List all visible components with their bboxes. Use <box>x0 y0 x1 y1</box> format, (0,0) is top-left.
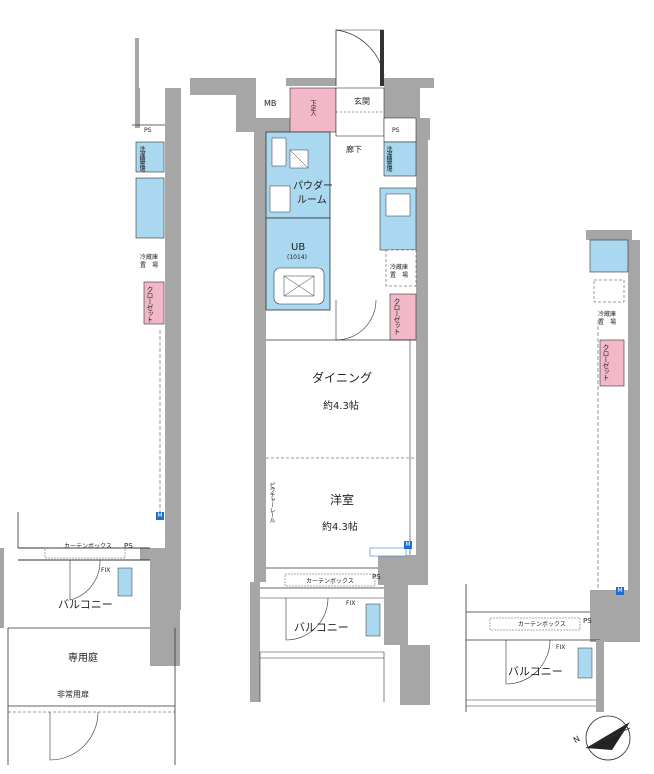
label-dining: ダイニング <box>312 371 373 385</box>
label-ps-left: PS <box>124 542 133 550</box>
label-closet-center: クローゼット <box>393 298 401 334</box>
label-picture-rail: ピクチャーレール <box>268 482 275 522</box>
label-dining-size: 約4.3帖 <box>323 401 359 412</box>
label-mb: MB <box>264 99 277 108</box>
right-unit-wall <box>628 240 640 642</box>
m-badge-right: M <box>616 587 624 595</box>
label-emergency-door: 非常用扉 <box>57 690 89 699</box>
label-powder-room-2: ルーム <box>297 195 327 206</box>
left-right-wall-top <box>165 88 181 128</box>
center-washer-area <box>383 141 417 177</box>
label-balcony-center: バルコニー <box>294 621 349 634</box>
m-badge-center: M <box>404 541 412 549</box>
mb-wall <box>190 78 290 132</box>
left-unit <box>0 38 181 765</box>
label-curtain-box-center: カーテンボックス <box>306 578 354 585</box>
left-vanity <box>135 177 165 239</box>
label-getabako: 下足入 <box>309 100 316 115</box>
left-washer-area <box>135 141 165 173</box>
label-youshitsu: 洋室 <box>330 493 355 507</box>
label-fridge-left-1: 冷蔵庫 <box>140 254 159 261</box>
north-arrow <box>585 715 631 761</box>
left-upper-wall <box>135 88 140 128</box>
label-ub: UB <box>291 242 306 253</box>
center-closet <box>389 293 417 341</box>
label-closet-right: クローゼット <box>602 344 610 380</box>
label-genkan: 玄関 <box>354 97 370 106</box>
label-fix-left: FIX <box>101 567 111 574</box>
m-badge-left: M <box>156 512 164 520</box>
right-unit <box>465 230 640 712</box>
label-powder-room-1: パウダー <box>293 181 333 192</box>
label-ps-center-top: PS <box>392 127 400 134</box>
label-balcony-left: バルコニー <box>58 598 113 611</box>
right-closet <box>599 339 625 387</box>
label-closet-left: クローゼット <box>146 286 154 322</box>
label-ps-right: PS <box>583 617 592 625</box>
label-curtain-box-right: カーテンボックス <box>518 621 566 628</box>
left-closet <box>143 281 165 325</box>
label-rouka: 廊下 <box>346 145 362 154</box>
label-fridge-left-2: 置 場 <box>140 262 159 269</box>
center-unit <box>190 29 434 705</box>
label-balcony-right: バルコニー <box>508 665 563 678</box>
label-fix-right: FIX <box>556 644 566 651</box>
label-youshitsu-size: 約4.3帖 <box>322 522 358 533</box>
label-fix-center: FIX <box>346 600 356 607</box>
center-left-wall <box>254 132 266 582</box>
left-right-wall <box>165 128 181 548</box>
label-curtain-box-left: カーテンボックス <box>64 543 112 550</box>
label-washer-center: 洗濯機置場 <box>385 146 392 171</box>
label-ub-size: (1014) <box>287 254 307 261</box>
center-right-wall <box>416 140 428 560</box>
entrance-door-swing <box>335 29 385 86</box>
left-emergency-door-swing <box>49 711 99 761</box>
label-fridge-right-2: 置 場 <box>598 319 617 326</box>
label-fridge-center-1: 冷蔵庫 <box>390 264 409 271</box>
label-ps-left-top: PS <box>144 127 152 134</box>
label-ps-center: PS <box>372 573 381 581</box>
label-fridge-right-1: 冷蔵庫 <box>598 311 617 318</box>
label-washer-left: 洗濯機置場 <box>138 146 145 171</box>
label-private-garden: 専用庭 <box>68 653 98 664</box>
label-fridge-center-2: 置 場 <box>390 272 409 279</box>
